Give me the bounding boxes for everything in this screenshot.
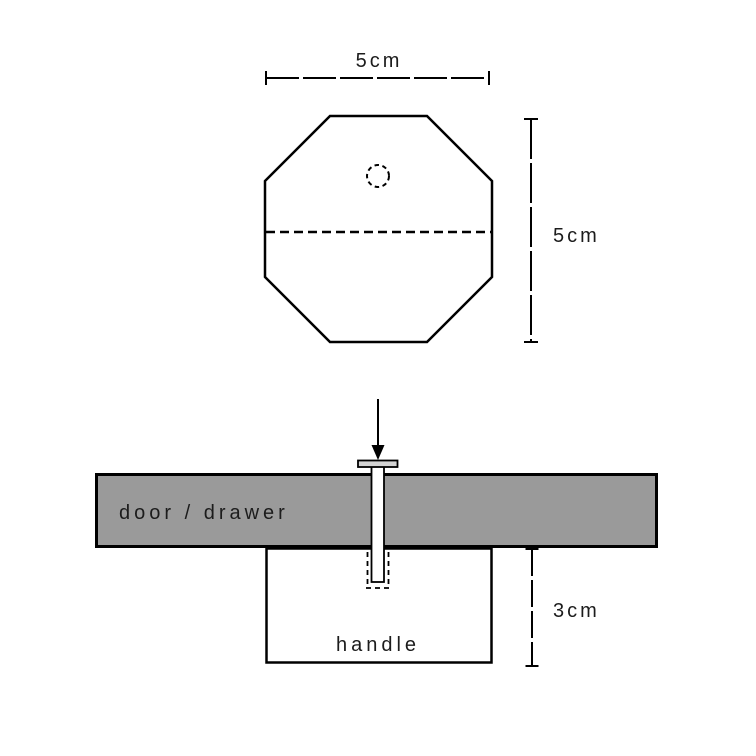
screw-washer	[357, 459, 399, 468]
screw-shaft	[370, 462, 385, 583]
door-label: door / drawer	[119, 502, 289, 524]
width-dimension-label: 5cm	[356, 50, 403, 72]
height-dimension-label: 5cm	[553, 225, 600, 247]
screw-insertion-arrow	[371, 399, 385, 460]
arrowhead-icon	[371, 445, 385, 460]
knob-top-view-octagon	[263, 114, 494, 344]
height-dimension-line	[524, 118, 538, 343]
width-dimension-line	[265, 71, 490, 85]
depth-dimension-label: 3cm	[553, 600, 600, 622]
screw-hole-dashed-outline	[366, 552, 390, 589]
handle-label: handle	[336, 634, 420, 656]
screw-hole-circle	[366, 164, 390, 188]
depth-dimension-line	[525, 548, 539, 667]
